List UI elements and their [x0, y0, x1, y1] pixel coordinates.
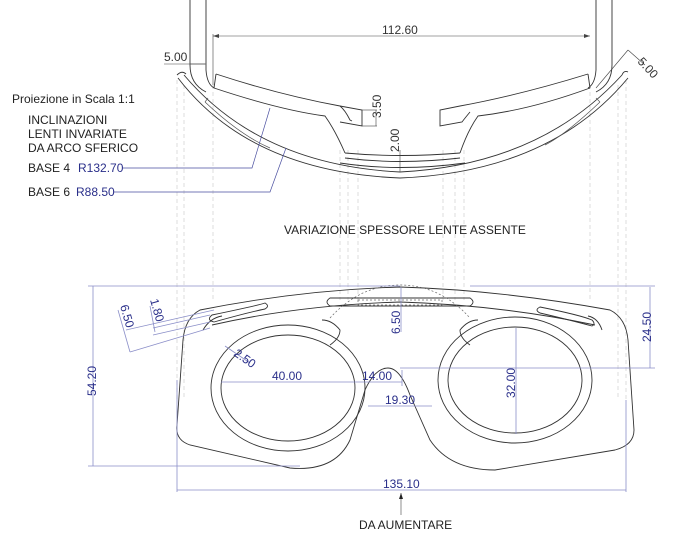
dim-thickness: 2.00 [388, 128, 402, 152]
left-corner-inner [202, 315, 223, 331]
left-temple-outer [189, 0, 207, 93]
bridge-bottom [339, 162, 466, 168]
left-bridge-connector [321, 319, 341, 346]
right-lens-top [439, 73, 589, 127]
dim-slot-width: 1.80 [147, 297, 167, 324]
arrow-up-icon [399, 493, 403, 499]
inclination-note-1: INCLINAZIONI [28, 113, 107, 127]
dim-bridge-bottom: 19.30 [385, 393, 415, 407]
right-arc-tip [621, 70, 629, 76]
base4-radius: R132.70 [78, 161, 124, 175]
dim-right-height: 24.50 [640, 312, 654, 342]
right-segment [544, 101, 601, 146]
dim-lens-width: 40.00 [272, 369, 302, 383]
left-arc-tip [176, 71, 187, 76]
left-lens-bottom [213, 87, 346, 154]
increase-note: DA AUMENTARE [359, 518, 452, 532]
thickness-note: VARIAZIONE SPESSORE LENTE ASSENTE [284, 223, 526, 237]
base6-radius: R88.50 [76, 185, 115, 199]
right-temple-outer [595, 0, 613, 93]
front-view: 54.20 24.50 6.50 1.80 2.50 40.00 14.00 1… [85, 284, 655, 515]
left-lens-step [339, 105, 363, 127]
inclination-note-3: DA ARCO SFERICO [28, 141, 138, 155]
top-bar-inner [211, 301, 596, 326]
projection-note: Proiezione in Scala 1:1 [12, 92, 135, 106]
left-lens-top [215, 73, 353, 122]
left-lens-inner [220, 334, 356, 442]
inclination-note-2: LENTI INVARIATE [28, 127, 127, 141]
dim-right-temple: 5.00 [635, 54, 661, 81]
center-slot [326, 297, 474, 307]
dim-left-temple: 5.00 [164, 50, 188, 64]
leader-base6 [114, 147, 287, 193]
dim-slot-offset: 6.50 [117, 303, 137, 330]
dim-top-bar: 6.50 [389, 310, 403, 334]
left-temple-inner [205, 0, 215, 89]
center-hidden [357, 299, 443, 306]
nosepad-hidden [329, 284, 471, 319]
dim-top-width: 112.60 [382, 23, 418, 37]
right-slot [536, 306, 595, 327]
left-lens-outer [210, 324, 366, 452]
dim-total-width: 135.10 [383, 477, 420, 491]
top-view: 112.60 5.00 5.00 3.50 2.00 [114, 0, 661, 193]
notes: Proiezione in Scala 1:1 INCLINAZIONI LEN… [12, 92, 526, 532]
right-temple-inner [587, 0, 597, 89]
dim-bridge: 14.00 [362, 369, 392, 383]
base6-label: BASE 6 [28, 185, 70, 199]
bridge-top [344, 152, 461, 156]
dim-lens-height: 32.00 [504, 368, 518, 398]
frame-outline [176, 286, 635, 471]
arc-base4-outer [183, 74, 623, 173]
right-lens-outer [437, 316, 593, 444]
right-lens-inner [447, 326, 583, 434]
right-lens-bottom [459, 87, 591, 154]
left-slot [209, 302, 268, 323]
dim-total-height: 54.20 [85, 366, 99, 396]
bridge-mid [344, 157, 461, 162]
right-corner-inner [587, 315, 603, 331]
leader-base4 [122, 107, 271, 169]
projection-lines [176, 80, 627, 400]
base4-label: BASE 4 [28, 161, 70, 175]
dim-step: 3.50 [370, 94, 384, 118]
left-segment [204, 101, 271, 149]
arc-base6-outer [177, 77, 629, 179]
right-bridge-connector [459, 319, 479, 346]
dim-rim: 2.50 [231, 346, 258, 371]
